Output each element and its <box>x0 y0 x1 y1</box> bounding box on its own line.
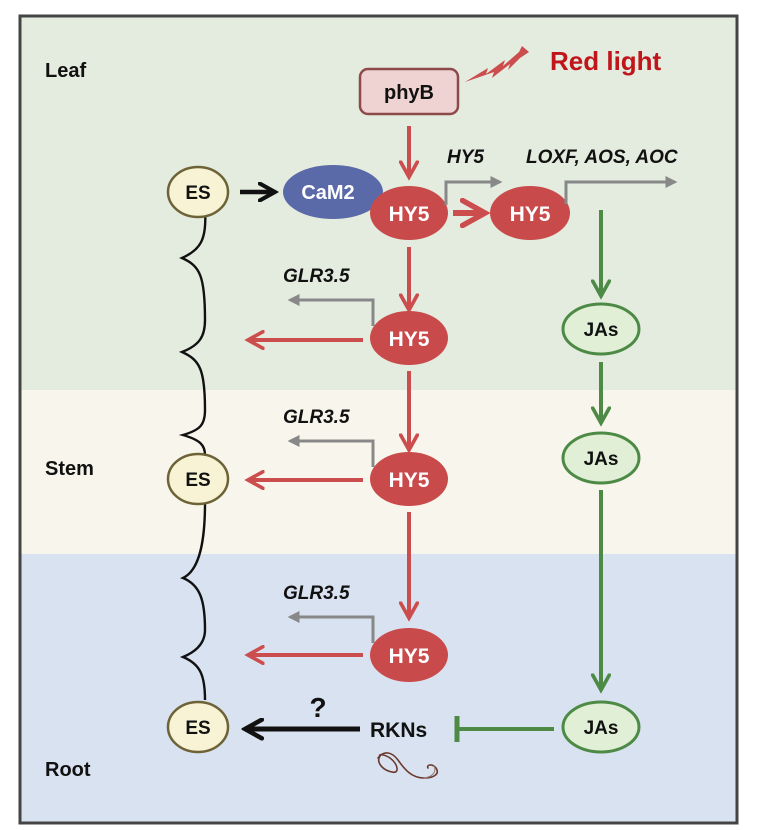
svg-text:HY5: HY5 <box>389 469 430 492</box>
gene-arrow-hy5 <box>444 176 503 205</box>
gene-arrow-ja-biosynthesis <box>564 176 678 204</box>
unknown-link-question-mark: ? <box>309 692 326 723</box>
gene-label-glr-root: GLR3.5 <box>283 583 350 604</box>
svg-text:ES: ES <box>185 470 210 491</box>
nematode-icon <box>377 752 439 779</box>
svg-text:HY5: HY5 <box>389 645 430 668</box>
zone-label-root: Root <box>45 759 91 781</box>
gene-label-glr-stem: GLR3.5 <box>283 407 350 428</box>
svg-text:JAs: JAs <box>584 320 619 341</box>
gene-arrow-glr-root <box>287 611 375 643</box>
es-node-leaf: ES <box>166 165 230 219</box>
es-wavy-connector <box>178 209 207 701</box>
gene-label-hy5: HY5 <box>447 147 484 168</box>
hy5-node-leaf-2: HY5 <box>490 186 570 240</box>
lightning-bolt-icon <box>465 46 529 82</box>
inhibition-jas-to-rkns <box>454 716 554 742</box>
red-light-label: Red light <box>550 46 662 76</box>
cam2-node: CaM2 <box>283 165 383 219</box>
zone-label-stem: Stem <box>45 458 94 480</box>
hy5-node-root: HY5 <box>370 628 448 682</box>
gene-arrow-glr-stem <box>287 435 375 467</box>
zone-label-leaf: Leaf <box>45 60 86 82</box>
svg-text:HY5: HY5 <box>389 328 430 351</box>
rkns-label: RKNs <box>370 719 427 742</box>
frame-border <box>18 14 739 825</box>
gene-arrow-glr-leaf <box>287 294 375 326</box>
phyB-node: phyB <box>358 67 460 116</box>
hy5-node-leaf-1: HY5 <box>370 186 448 240</box>
svg-text:phyB: phyB <box>384 82 434 104</box>
jas-node-leaf: JAs <box>561 302 641 356</box>
es-node-root: ES <box>166 700 230 754</box>
svg-text:ES: ES <box>185 718 210 739</box>
svg-text:CaM2: CaM2 <box>301 182 354 204</box>
svg-text:JAs: JAs <box>584 449 619 470</box>
jas-node-root: JAs <box>561 700 641 754</box>
svg-text:HY5: HY5 <box>510 203 551 226</box>
svg-text:ES: ES <box>185 183 210 204</box>
svg-text:JAs: JAs <box>584 718 619 739</box>
gene-label-ja-biosynthesis: LOXF, AOS, AOC <box>526 147 678 168</box>
es-node-stem: ES <box>166 452 230 506</box>
zone-root <box>21 554 736 822</box>
jas-node-stem: JAs <box>561 431 641 485</box>
svg-text:HY5: HY5 <box>389 203 430 226</box>
gene-label-glr-leaf: GLR3.5 <box>283 266 350 287</box>
hy5-node-stem: HY5 <box>370 452 448 506</box>
hy5-node-leaf-3: HY5 <box>370 311 448 365</box>
